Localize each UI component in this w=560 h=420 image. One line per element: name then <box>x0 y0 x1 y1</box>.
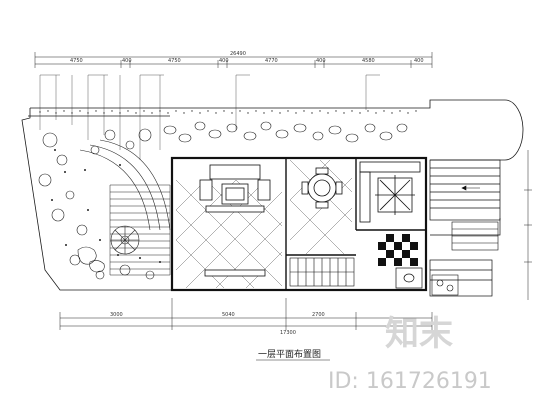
entry-steps <box>451 221 499 251</box>
dim-1: 4750 <box>70 58 83 64</box>
bottom-dim-2: 5040 <box>222 312 235 318</box>
east-terrace <box>429 159 501 297</box>
dim-4: 400 <box>219 58 229 64</box>
watermark-brand: 知末 <box>385 314 453 354</box>
bottom-total: 17300 <box>280 330 296 336</box>
dim-6: 400 <box>316 58 326 64</box>
dim-2: 400 <box>122 58 132 64</box>
entry-arrow-icon <box>461 185 480 191</box>
dim-7: 4580 <box>362 58 375 64</box>
dim-8: 400 <box>414 58 424 64</box>
garden-boundary <box>21 99 524 291</box>
tv-cabinet <box>204 269 266 277</box>
spiral-stair <box>110 225 140 255</box>
stairs <box>289 257 355 287</box>
rock-garden <box>77 246 105 273</box>
dim-5: 4770 <box>265 58 278 64</box>
right-dimension-ticks <box>524 150 532 300</box>
leader-lines <box>39 74 380 160</box>
top-dimension-chain <box>34 52 433 68</box>
toilet-room <box>395 267 423 289</box>
planter-box <box>431 274 459 296</box>
bottom-dimension-chain <box>59 298 433 330</box>
kitchen-counter <box>359 161 421 223</box>
wood-deck <box>109 184 171 276</box>
sofa-set <box>199 164 271 213</box>
interior-walls <box>285 158 426 290</box>
watermark-id: ID: 161726191 <box>328 369 492 394</box>
hedge-pattern <box>39 110 417 114</box>
house-walls <box>170 156 428 292</box>
dim-3: 4750 <box>168 58 181 64</box>
stepping-stones <box>163 121 408 143</box>
checker-floor <box>378 234 418 266</box>
bottom-dim-3: 2700 <box>312 312 325 318</box>
dining-table <box>301 167 343 209</box>
total-dimension: 26490 <box>230 51 246 57</box>
drawing-title: 一层平面布置图 <box>258 348 321 360</box>
bottom-dim-1: 3000 <box>110 312 123 318</box>
